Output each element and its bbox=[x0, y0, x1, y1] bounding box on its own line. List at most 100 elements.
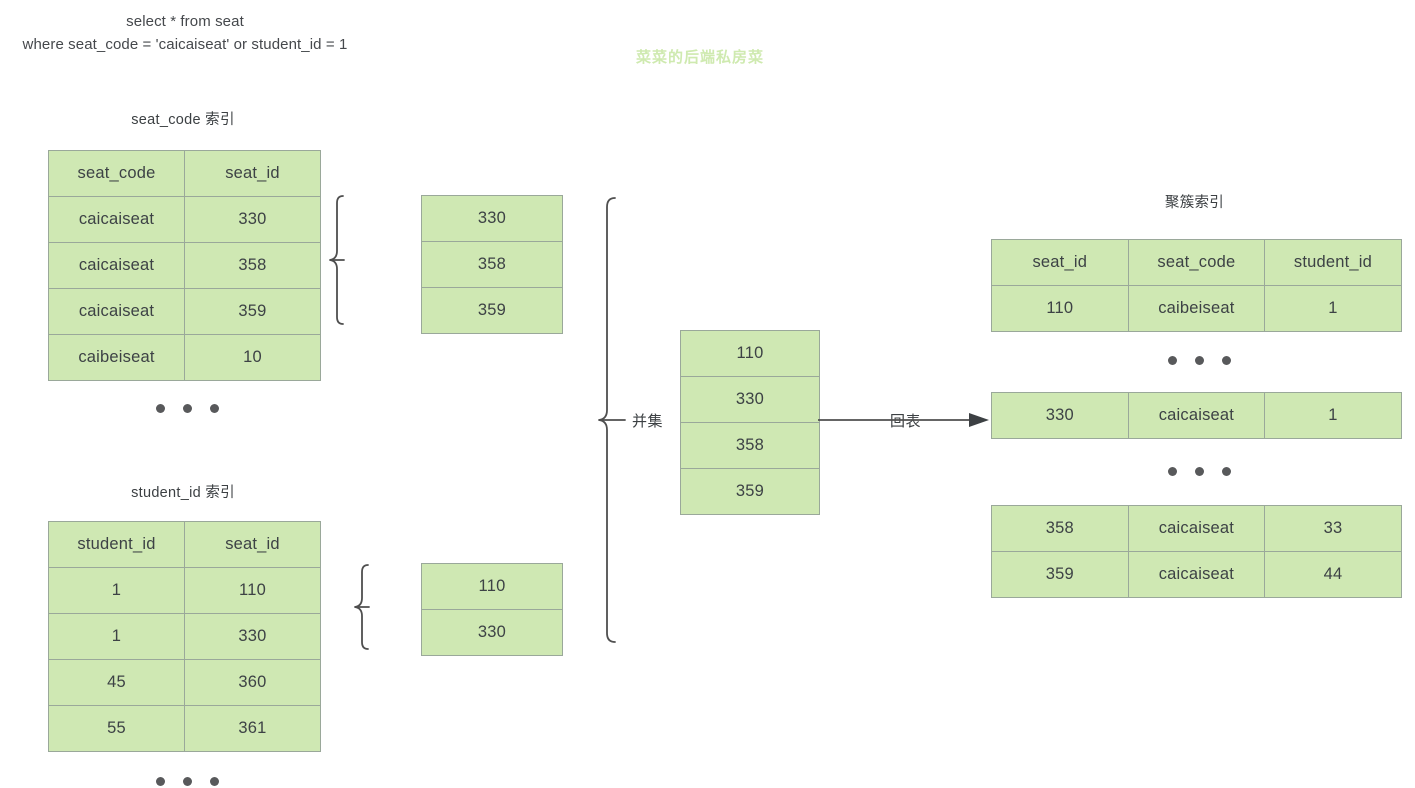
list-item: 330 bbox=[680, 376, 820, 423]
student-id-index-ellipsis bbox=[156, 777, 219, 786]
union-result-list: 110 330 358 359 bbox=[680, 330, 820, 515]
clustered-index-table-block-2: 330 caicaiseat 1 bbox=[991, 392, 1402, 439]
lookup-arrow-head bbox=[969, 413, 989, 427]
cell-seat-id: 359 bbox=[991, 551, 1129, 598]
table-row: 359 caicaiseat 44 bbox=[991, 551, 1402, 598]
brace-student-id bbox=[354, 564, 369, 650]
list-item: 330 bbox=[421, 609, 563, 656]
table-row: 330 caicaiseat 1 bbox=[991, 392, 1402, 439]
dot-icon bbox=[210, 777, 219, 786]
cell-seat-id: 360 bbox=[184, 659, 321, 706]
column-header-seat-id: seat_id bbox=[184, 150, 321, 197]
sql-line-2: where seat_code = 'caicaiseat' or studen… bbox=[22, 36, 348, 53]
table-row: 1 110 bbox=[48, 567, 321, 614]
clustered-index-ellipsis-2 bbox=[1168, 467, 1231, 476]
brace-union bbox=[598, 197, 616, 643]
cell-student-id: 44 bbox=[1264, 551, 1402, 598]
column-header-student-id: student_id bbox=[48, 521, 185, 568]
student-id-index-title: student_id 索引 bbox=[131, 485, 235, 501]
dot-icon bbox=[156, 404, 165, 413]
table-row: caicaiseat 358 bbox=[48, 242, 321, 289]
table-row: caibeiseat 10 bbox=[48, 334, 321, 381]
cell-seat-id: 330 bbox=[184, 196, 321, 243]
cell-student-id: 1 bbox=[1264, 285, 1402, 332]
cell-seat-code: caicaiseat bbox=[1127, 505, 1266, 552]
table-header-row: student_id seat_id bbox=[48, 521, 321, 568]
result-seat-id: 110 bbox=[421, 563, 563, 610]
list-item: 359 bbox=[680, 468, 820, 515]
table-row: 1 330 bbox=[48, 613, 321, 660]
column-header-seat-id: seat_id bbox=[991, 239, 1129, 286]
cell-seat-code: caicaiseat bbox=[1127, 392, 1266, 439]
table-row: 110 caibeiseat 1 bbox=[991, 285, 1402, 332]
table-header-row: seat_id seat_code student_id bbox=[991, 239, 1402, 286]
clustered-index-ellipsis-1 bbox=[1168, 356, 1231, 365]
seat-code-index-ellipsis bbox=[156, 404, 219, 413]
union-seat-id: 110 bbox=[680, 330, 820, 377]
column-header-seat-code: seat_code bbox=[1127, 239, 1266, 286]
cell-seat-id: 110 bbox=[991, 285, 1129, 332]
cell-student-id: 1 bbox=[1264, 392, 1402, 439]
sql-line-1: select * from seat bbox=[126, 13, 244, 30]
dot-icon bbox=[1195, 467, 1204, 476]
cell-seat-code: caicaiseat bbox=[1127, 551, 1266, 598]
cell-seat-code: caicaiseat bbox=[48, 288, 185, 335]
column-header-seat-id: seat_id bbox=[184, 521, 321, 568]
cell-seat-id: 358 bbox=[184, 242, 321, 289]
union-seat-id: 359 bbox=[680, 468, 820, 515]
dot-icon bbox=[156, 777, 165, 786]
brace-seat-code bbox=[329, 195, 344, 325]
table-row: caicaiseat 359 bbox=[48, 288, 321, 335]
table-header-row: seat_code seat_id bbox=[48, 150, 321, 197]
list-item: 359 bbox=[421, 287, 563, 334]
student-id-index-table: student_id seat_id 1 110 1 330 45 360 55… bbox=[48, 521, 321, 752]
cell-seat-code: caicaiseat bbox=[48, 196, 185, 243]
cell-seat-code: caibeiseat bbox=[1127, 285, 1266, 332]
cell-seat-code: caicaiseat bbox=[48, 242, 185, 289]
student-id-result-list: 110 330 bbox=[421, 563, 563, 656]
seat-code-index-table: seat_code seat_id caicaiseat 330 caicais… bbox=[48, 150, 321, 381]
list-item: 110 bbox=[421, 563, 563, 610]
result-seat-id: 359 bbox=[421, 287, 563, 334]
union-seat-id: 330 bbox=[680, 376, 820, 423]
cell-seat-code: caibeiseat bbox=[48, 334, 185, 381]
seat-code-result-list: 330 358 359 bbox=[421, 195, 563, 334]
cell-student-id: 1 bbox=[48, 567, 185, 614]
list-item: 358 bbox=[680, 422, 820, 469]
seat-code-index-title: seat_code 索引 bbox=[131, 112, 235, 128]
clustered-index-table-block-1: seat_id seat_code student_id 110 caibeis… bbox=[991, 239, 1402, 332]
result-seat-id: 358 bbox=[421, 241, 563, 288]
cell-seat-id: 330 bbox=[184, 613, 321, 660]
lookup-label: 回表 bbox=[890, 413, 922, 430]
table-row: caicaiseat 330 bbox=[48, 196, 321, 243]
dot-icon bbox=[1168, 467, 1177, 476]
union-label: 并集 bbox=[632, 413, 664, 430]
result-seat-id: 330 bbox=[421, 609, 563, 656]
cell-seat-id: 361 bbox=[184, 705, 321, 752]
list-item: 330 bbox=[421, 195, 563, 242]
dot-icon bbox=[1222, 356, 1231, 365]
cell-seat-id: 110 bbox=[184, 567, 321, 614]
dot-icon bbox=[183, 777, 192, 786]
union-seat-id: 358 bbox=[680, 422, 820, 469]
column-header-seat-code: seat_code bbox=[48, 150, 185, 197]
cell-student-id: 1 bbox=[48, 613, 185, 660]
cell-seat-id: 10 bbox=[184, 334, 321, 381]
watermark-text: 菜菜的后端私房菜 bbox=[635, 49, 764, 66]
cell-seat-id: 359 bbox=[184, 288, 321, 335]
dot-icon bbox=[1222, 467, 1231, 476]
list-item: 110 bbox=[680, 330, 820, 377]
cell-seat-id: 358 bbox=[991, 505, 1129, 552]
dot-icon bbox=[183, 404, 192, 413]
sql-statement: select * from seat where seat_code = 'ca… bbox=[0, 10, 370, 56]
table-row: 55 361 bbox=[48, 705, 321, 752]
list-item: 358 bbox=[421, 241, 563, 288]
clustered-index-table-block-3: 358 caicaiseat 33 359 caicaiseat 44 bbox=[991, 505, 1402, 598]
dot-icon bbox=[210, 404, 219, 413]
clustered-index-title: 聚簇索引 bbox=[1164, 195, 1225, 211]
column-header-student-id: student_id bbox=[1264, 239, 1402, 286]
table-row: 358 caicaiseat 33 bbox=[991, 505, 1402, 552]
table-row: 45 360 bbox=[48, 659, 321, 706]
cell-seat-id: 330 bbox=[991, 392, 1129, 439]
